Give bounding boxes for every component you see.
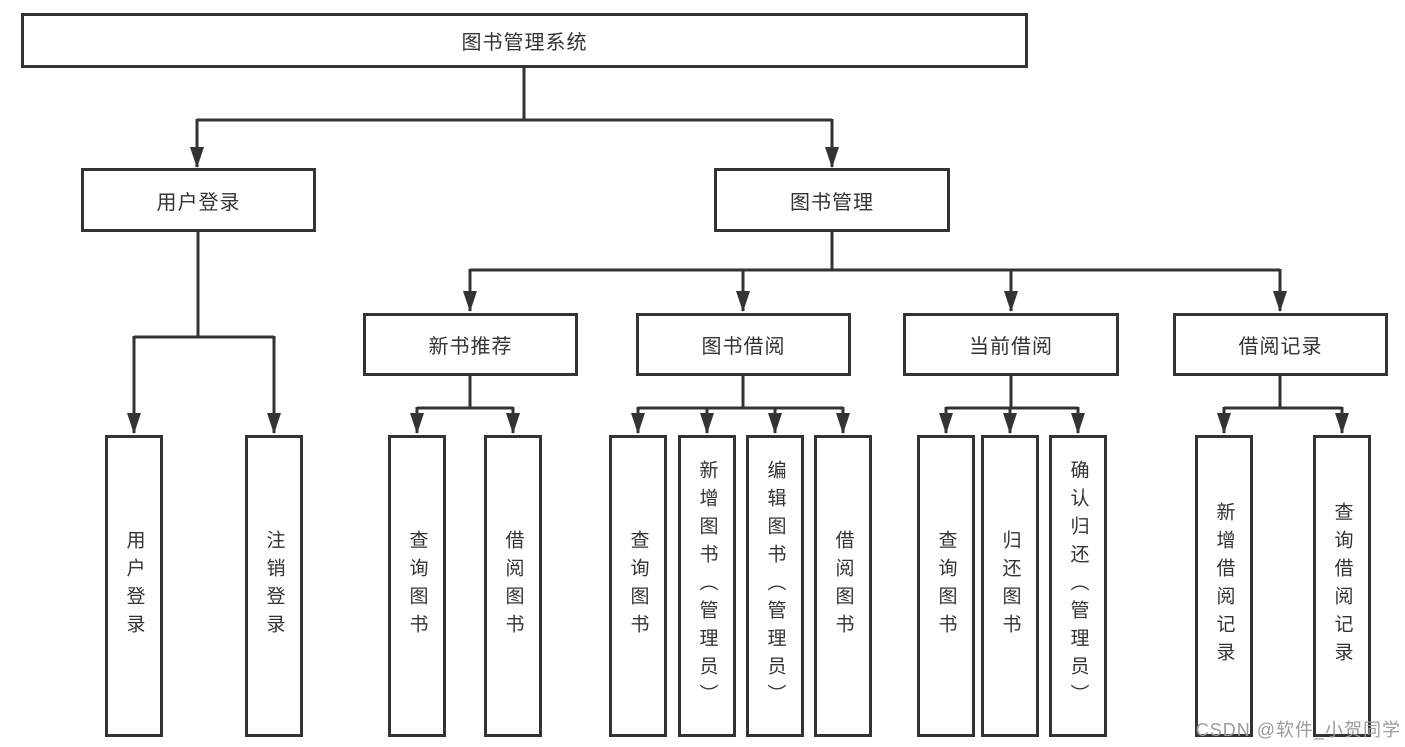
node-user-login: 用户登录 — [81, 168, 316, 232]
leaf-logout: 注销登录 — [245, 435, 303, 737]
leaf-user-login: 用户登录 — [105, 435, 163, 737]
leaf-add-borrow-record: 新增借阅记录 — [1195, 435, 1253, 737]
leaf-edit-book-admin: 编辑图书（管理员） — [746, 435, 804, 737]
leaf-query-books-current: 查询图书 — [917, 435, 975, 737]
node-new-book-recommend: 新书推荐 — [363, 313, 578, 376]
leaf-borrow-books-borrow: 借阅图书 — [814, 435, 872, 737]
leaf-query-borrow-record: 查询借阅记录 — [1313, 435, 1371, 737]
node-root: 图书管理系统 — [21, 13, 1028, 68]
leaf-confirm-return-admin: 确认归还（管理员） — [1049, 435, 1107, 737]
node-borrow-records: 借阅记录 — [1173, 313, 1388, 376]
node-book-management: 图书管理 — [714, 168, 950, 232]
leaf-return-book: 归还图书 — [981, 435, 1039, 737]
leaf-borrow-books-recommend: 借阅图书 — [484, 435, 542, 737]
node-current-borrow: 当前借阅 — [903, 313, 1119, 376]
watermark: CSDN @软件_小贺同学 — [1195, 720, 1401, 740]
node-book-borrow: 图书借阅 — [636, 313, 851, 376]
leaf-query-books-borrow: 查询图书 — [609, 435, 667, 737]
leaf-add-book-admin: 新增图书（管理员） — [678, 435, 736, 737]
leaf-query-books-recommend: 查询图书 — [388, 435, 446, 737]
